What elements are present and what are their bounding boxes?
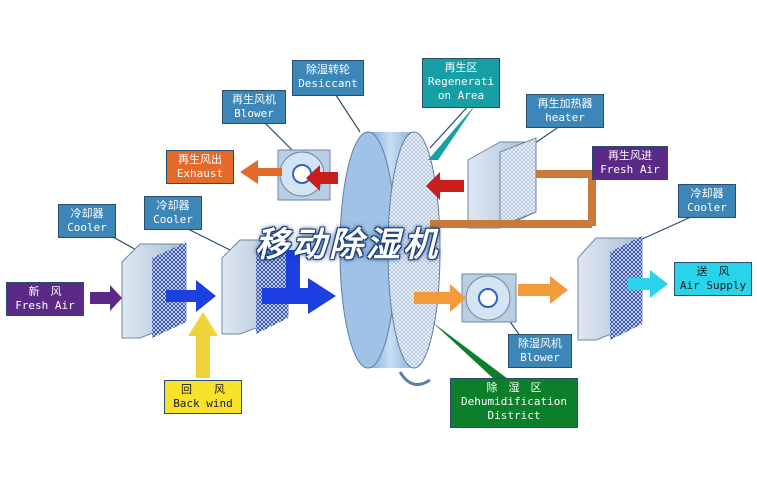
regen-blower-label-cn: 再生风机 xyxy=(232,93,276,106)
air-supply-label-en: Air Supply xyxy=(679,279,747,292)
dehum-district-label-en-2: District xyxy=(487,409,541,422)
back-wind-label-en: Back wind xyxy=(173,397,233,410)
cooler-1-label-en: Cooler xyxy=(67,221,107,234)
regen-fresh-air-label-cn: 再生风进 xyxy=(608,149,652,162)
dehum-blower-label: 除湿风机 Blower xyxy=(508,334,572,368)
fresh-air-in-label-en: Fresh Air xyxy=(15,299,75,312)
cooler-1-label-cn: 冷却器 xyxy=(70,207,104,220)
regen-fresh-air-label-en: Fresh Air xyxy=(600,163,660,176)
cooler-3-label-cn: 冷却器 xyxy=(690,187,724,200)
fresh-air-arrow xyxy=(90,285,122,311)
exhaust-label-en: Exhaust xyxy=(176,167,224,180)
dehum-district-label: 除 湿 区 Dehumidification District xyxy=(450,378,578,428)
back-wind-arrow xyxy=(188,312,218,378)
dehum-district-label-cn: 除 湿 区 xyxy=(486,381,542,394)
regen-air-arrows xyxy=(240,160,600,228)
exhaust-label-cn: 再生风出 xyxy=(178,153,222,166)
diagram-title: 移动除湿机 xyxy=(255,225,440,265)
back-wind-label-cn: 回 风 xyxy=(181,383,225,396)
area-pointer xyxy=(428,104,476,160)
regeneration-area-label-en-1: Regenerati xyxy=(427,75,495,88)
cooler-3-label-en: Cooler xyxy=(687,201,727,214)
cooler-unit-3 xyxy=(577,236,643,341)
air-supply-label: 送 风 Air Supply xyxy=(674,262,752,296)
desiccant-label: 除湿转轮 Desiccant xyxy=(292,60,364,96)
cooler-unit-2 xyxy=(221,238,289,335)
cooler-3-label: 冷却器 Cooler xyxy=(678,184,736,218)
desiccant-wheel xyxy=(339,131,441,386)
dehum-district-label-en-1: Dehumidification xyxy=(461,395,567,408)
regen-heater-label: 再生加热器 heater xyxy=(526,94,604,128)
desiccant-label-cn: 除湿转轮 xyxy=(306,63,350,76)
process-air-arrows xyxy=(166,250,336,314)
cooler-2-label-cn: 冷却器 xyxy=(156,199,190,212)
regen-fresh-air-label: 再生风进 Fresh Air xyxy=(592,146,668,180)
regen-heater-label-en: heater xyxy=(545,111,585,124)
air-supply-label-cn: 送 风 xyxy=(696,265,730,278)
dehum-blower-label-en: Blower xyxy=(520,351,560,364)
back-wind-label: 回 风 Back wind xyxy=(164,380,242,414)
cooler-2-label: 冷却器 Cooler xyxy=(144,196,202,230)
dehum-blower xyxy=(461,273,517,323)
regen-blower-label-en: Blower xyxy=(234,107,274,120)
regen-heater-label-cn: 再生加热器 xyxy=(537,97,593,110)
regen-blower-label: 再生风机 Blower xyxy=(222,90,286,124)
fresh-air-in-label-cn: 新 风 xyxy=(28,285,62,298)
regen-heater xyxy=(467,137,537,229)
dry-air-arrows xyxy=(414,276,568,312)
dehum-blower-label-cn: 除湿风机 xyxy=(518,337,562,350)
desiccant-label-en: Desiccant xyxy=(298,77,358,90)
fresh-air-in-label: 新 风 Fresh Air xyxy=(6,282,84,316)
regeneration-area-label-en-2: on Area xyxy=(437,89,485,102)
district-pointer xyxy=(432,322,520,392)
cooler-2-label-en: Cooler xyxy=(153,213,193,226)
cooler-1-label: 冷却器 Cooler xyxy=(58,204,116,238)
regeneration-area-label: 再生区 Regenerati on Area xyxy=(422,58,500,108)
exhaust-label: 再生风出 Exhaust xyxy=(166,150,234,184)
supply-air-arrow xyxy=(628,270,668,298)
regeneration-area-label-cn: 再生区 xyxy=(444,61,478,74)
